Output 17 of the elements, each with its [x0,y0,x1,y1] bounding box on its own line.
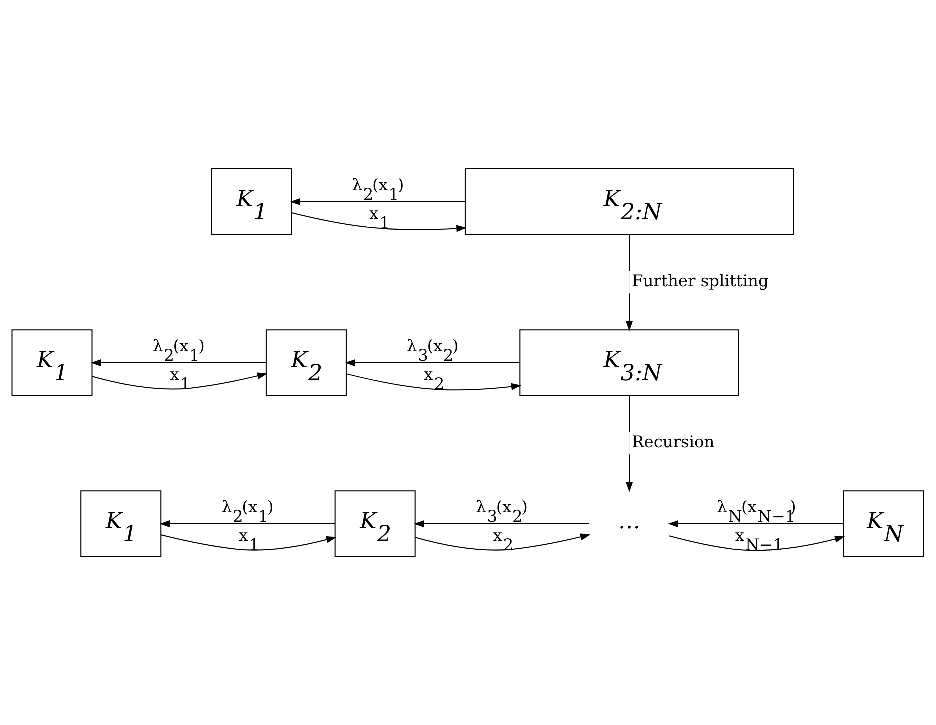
arrow [346,373,522,390]
arrow [290,198,466,206]
arrow [626,396,634,492]
arrow [414,520,590,528]
arrow [161,534,337,550]
arrow [92,372,268,390]
arrow [626,234,634,331]
edge-label: Further splitting [632,270,769,290]
arrow [292,212,467,232]
arrow [160,520,336,528]
arrow [668,520,844,528]
edge-label: Recursion [632,432,715,451]
arrow [415,533,591,550]
arrow [91,358,266,366]
arrow [669,535,846,551]
arrow [345,358,520,366]
node-text: … [618,508,641,534]
